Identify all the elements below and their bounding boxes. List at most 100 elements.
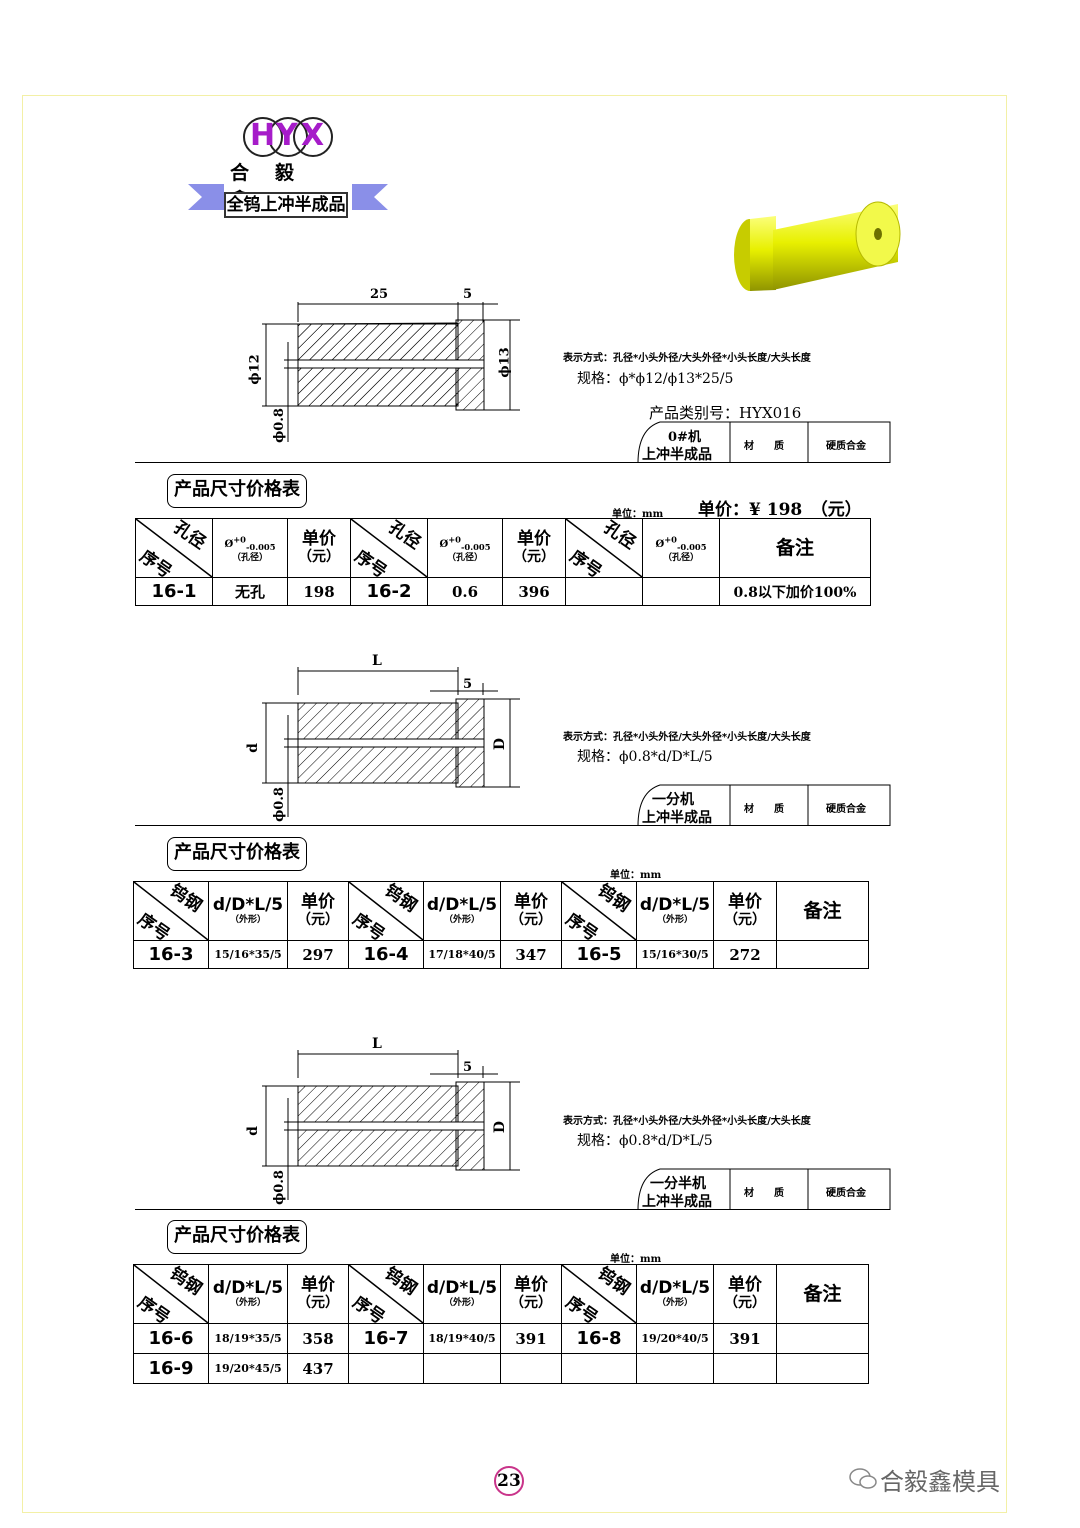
product-title: 全钨上冲半成品 — [224, 192, 348, 218]
s2-divider — [135, 825, 890, 826]
s1-table-title: 产品尺寸价格表 — [167, 474, 307, 508]
dim-header: d/D*L/5（外形） — [636, 881, 714, 941]
logo-letter-y: Y — [276, 118, 298, 153]
s1-unit: 单位：mm — [612, 509, 664, 520]
dim-header: d/D*L/5（外形） — [208, 881, 288, 941]
diag-header: 钨钢序号 — [133, 1264, 209, 1328]
s1-dim-head: 5 — [463, 287, 473, 302]
cell-price: 358 — [287, 1323, 349, 1354]
table-header-row: 孔径序号 Ø+0-0.005（孔径） 单价（元） 孔径序号 Ø+0-0.005（… — [135, 518, 871, 582]
s2-dim-hole: ϕ0.8 — [271, 787, 287, 822]
s1-dim-hole: ϕ0.8 — [271, 408, 287, 443]
s2-material-label: 材 质 — [744, 804, 784, 815]
cell-serial: 16-7 — [348, 1323, 424, 1354]
price-header: 单价（元） — [287, 1264, 349, 1324]
table-row: 16-9 19/20*45/5 437 — [133, 1353, 869, 1384]
cell-dims: 19/20*45/5 — [208, 1353, 288, 1384]
cell-remark — [776, 1323, 869, 1354]
s3-machine-line2: 上冲半成品 — [642, 1194, 712, 1210]
remark-header: 备注 — [776, 1264, 869, 1324]
cell-serial: 16-9 — [133, 1353, 209, 1384]
diag-header: 孔径序号 — [565, 518, 643, 582]
s3-spec-method: 表示方式：孔径*小头外径/大头外径*小头长度/大头长度 — [563, 1116, 811, 1127]
table-header-row: 钨钢序号 d/D*L/5（外形） 单价（元） 钨钢序号 d/D*L/5（外形） … — [133, 881, 869, 945]
s1-spec-method: 表示方式：孔径*小头外径/大头外径*小头长度/大头长度 — [563, 353, 811, 364]
s3-dim-hole: ϕ0.8 — [271, 1170, 287, 1205]
s2-title-block — [637, 784, 891, 827]
cell-hole: 0.6 — [427, 577, 503, 606]
s3-table-title: 产品尺寸价格表 — [167, 1220, 307, 1254]
cell-serial: 16-2 — [350, 577, 428, 606]
dim-header: d/D*L/5（外形） — [636, 1264, 714, 1324]
s3-title-block — [637, 1168, 891, 1211]
cell-serial — [565, 577, 643, 606]
s1-divider — [135, 462, 890, 463]
s1-material-value: 硬质合金 — [826, 441, 866, 452]
cell-price: 347 — [500, 940, 562, 969]
s3-dim-head: 5 — [463, 1060, 473, 1075]
s2-table-title: 产品尺寸价格表 — [167, 837, 307, 871]
page-number: 23 — [494, 1466, 524, 1496]
page-frame — [22, 95, 1007, 1513]
s3-unit: 单位：mm — [610, 1254, 662, 1265]
price-header: 单价（元） — [502, 518, 566, 578]
cell-price: 297 — [287, 940, 349, 969]
diag-header: 孔径序号 — [135, 518, 213, 582]
cell-price: 396 — [502, 577, 566, 606]
price-header: 单价（元） — [713, 881, 777, 941]
s3-material-value: 硬质合金 — [826, 1188, 866, 1199]
s3-dim-length: L — [372, 1036, 382, 1052]
cell-serial: 16-6 — [133, 1323, 209, 1354]
ribbon-banner — [188, 184, 388, 210]
cell-hole — [642, 577, 720, 606]
cell-serial: 16-1 — [135, 577, 213, 606]
cell-serial: 16-3 — [133, 940, 209, 969]
s2-material-value: 硬质合金 — [826, 804, 866, 815]
table-header-row: 钨钢序号 d/D*L/5（外形） 单价（元） 钨钢序号 d/D*L/5（外形） … — [133, 1264, 869, 1328]
cell-serial — [561, 1353, 637, 1384]
diag-header: 钨钢序号 — [133, 881, 209, 945]
cell-dims — [636, 1353, 714, 1384]
dim-header: d/D*L/5（外形） — [423, 1264, 501, 1324]
s1-title-block — [637, 421, 891, 464]
table-row: 16-6 18/19*35/5 358 16-7 18/19*40/5 391 … — [133, 1323, 869, 1354]
remark-header: 备注 — [719, 518, 871, 578]
diag-header: 钨钢序号 — [561, 1264, 637, 1328]
cell-serial: 16-4 — [348, 940, 424, 969]
section1-drawing — [262, 302, 520, 442]
section2-drawing — [262, 667, 520, 817]
s2-dim-length: L — [372, 653, 382, 669]
cell-remark — [776, 1353, 869, 1384]
cell-serial: 16-8 — [561, 1323, 637, 1354]
section3-drawing — [262, 1050, 520, 1200]
dim-header: d/D*L/5（外形） — [423, 881, 501, 941]
table-row: 16-1 无孔 198 16-2 0.6 396 0.8以下加价100% — [135, 577, 871, 606]
product-3d-image — [734, 201, 901, 291]
logo-letter-x: X — [301, 118, 325, 153]
s2-machine-line2: 上冲半成品 — [642, 810, 712, 826]
diag-header: 钨钢序号 — [348, 1264, 424, 1328]
cell-price: 391 — [713, 1323, 777, 1354]
tol-header: Ø+0-0.005（孔径） — [642, 518, 720, 578]
s2-unit: 单位：mm — [610, 870, 662, 881]
s2-spec: 规格：ϕ0.8*d/D*L/5 — [577, 749, 713, 765]
price-header: 单价（元） — [287, 518, 351, 578]
s3-dim-small-dia: d — [244, 1126, 261, 1136]
s1-machine-line2: 上冲半成品 — [642, 447, 712, 463]
cell-price — [500, 1353, 562, 1384]
cell-dims: 19/20*40/5 — [636, 1323, 714, 1354]
chat-bubble-icon — [849, 1468, 877, 1489]
cell-price: 198 — [287, 577, 351, 606]
price-header: 单价（元） — [500, 1264, 562, 1324]
diag-header: 钨钢序号 — [561, 881, 637, 945]
s1-material-label: 材 质 — [744, 441, 784, 452]
s3-spec: 规格：ϕ0.8*d/D*L/5 — [577, 1133, 713, 1149]
price-header: 单价（元） — [287, 881, 349, 941]
s2-dim-large-dia: D — [492, 737, 509, 751]
logo-letter-h: H — [250, 118, 276, 153]
cell-remark: 0.8以下加价100% — [719, 577, 871, 606]
cell-serial: 16-5 — [561, 940, 637, 969]
s2-dim-small-dia: d — [244, 743, 261, 753]
s2-machine-line1: 一分机 — [652, 792, 694, 808]
tol-header: Ø+0-0.005（孔径） — [427, 518, 503, 578]
